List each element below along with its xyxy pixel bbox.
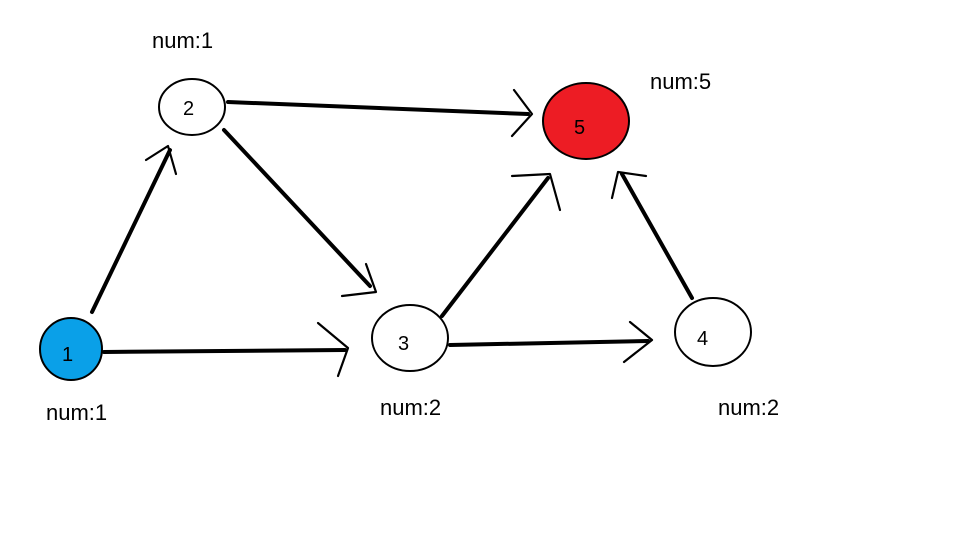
arrowhead-2-3 bbox=[340, 262, 378, 298]
node-4: 4 bbox=[674, 297, 752, 367]
edge-3-5 bbox=[440, 176, 550, 318]
num-label-node-1: num:1 bbox=[46, 400, 107, 425]
node-5: 5 bbox=[542, 82, 630, 160]
arrowhead-1-3 bbox=[316, 321, 350, 378]
arrowhead-3-4 bbox=[622, 320, 654, 364]
node-4-label: 4 bbox=[697, 328, 708, 350]
num-label-node-4: num:2 bbox=[718, 395, 779, 420]
edge-2-5 bbox=[226, 100, 530, 116]
num-label-node-3: num:2 bbox=[380, 395, 441, 420]
edge-4-5 bbox=[620, 172, 694, 300]
edge-1-2 bbox=[90, 148, 172, 314]
node-1-label: 1 bbox=[62, 344, 73, 366]
node-2-circle bbox=[158, 78, 226, 136]
arrowhead-4-5 bbox=[610, 170, 648, 200]
edge-1-3 bbox=[102, 348, 347, 354]
node-3: 3 bbox=[371, 304, 449, 372]
node-1-circle bbox=[39, 317, 103, 381]
num-label-node-2: num:1 bbox=[152, 28, 213, 53]
arrowhead-1-2 bbox=[144, 144, 178, 176]
node-2: 2 bbox=[158, 78, 226, 136]
num-label-node-5: num:5 bbox=[650, 69, 711, 94]
node-4-circle bbox=[674, 297, 752, 367]
arrowhead-3-5 bbox=[510, 172, 562, 212]
node-3-circle bbox=[371, 304, 449, 372]
node-5-circle bbox=[542, 82, 630, 160]
node-1: 1 bbox=[39, 317, 103, 381]
edge-2-3 bbox=[222, 128, 372, 288]
node-2-label: 2 bbox=[183, 98, 194, 120]
arrowhead-2-5 bbox=[510, 88, 534, 138]
node-5-label: 5 bbox=[574, 117, 585, 139]
node-3-label: 3 bbox=[398, 333, 409, 355]
edge-3-4 bbox=[448, 339, 650, 347]
